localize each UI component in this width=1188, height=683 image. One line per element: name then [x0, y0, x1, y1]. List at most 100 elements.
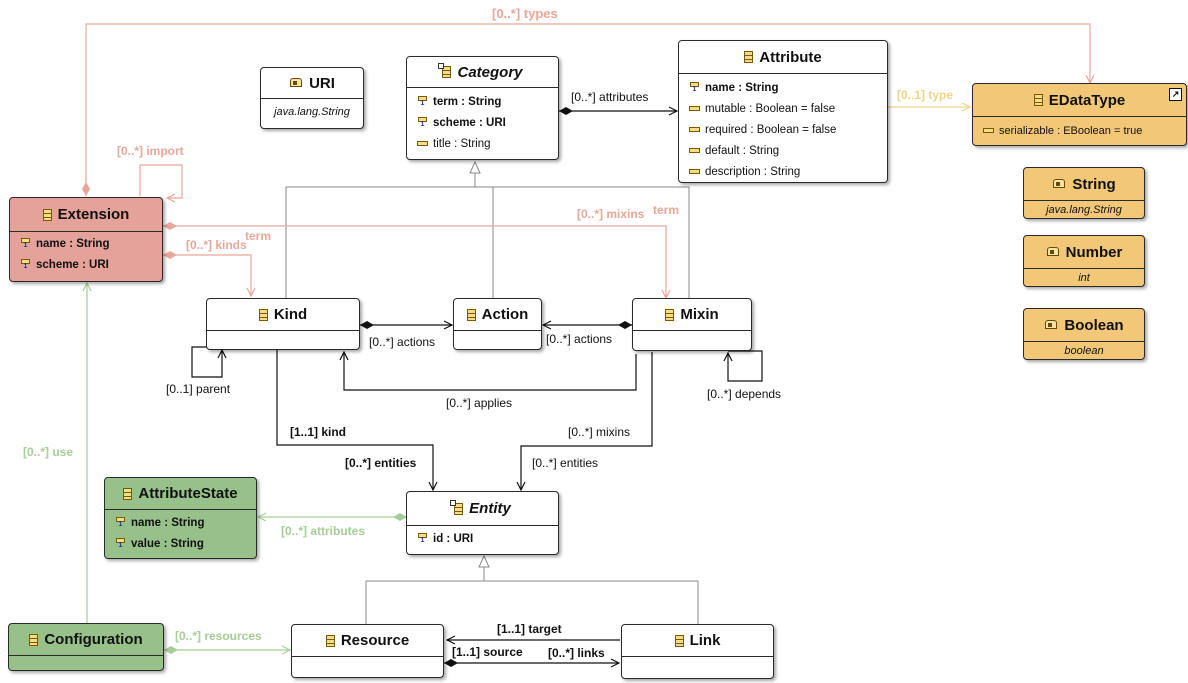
- class-mixin[interactable]: Mixin: [632, 298, 752, 351]
- class-resource[interactable]: Resource: [291, 624, 444, 678]
- label-types: [0..*] types: [492, 6, 558, 21]
- label-kind: [1..1] kind: [290, 425, 347, 439]
- label-parent: [0..1] parent: [166, 382, 231, 396]
- label-depends: [0..*] depends: [707, 387, 782, 401]
- class-name: Link: [689, 632, 721, 649]
- class-icon: [123, 487, 133, 500]
- class-name: Action: [481, 306, 529, 323]
- label-term-mixin: term: [653, 203, 680, 217]
- attribute-icon: [983, 128, 994, 133]
- attribute-icon: [689, 127, 700, 132]
- attribute-icon: [689, 106, 700, 111]
- key-attribute-icon: 1: [417, 533, 428, 544]
- class-name: Category: [457, 63, 523, 81]
- attribute-row: description : String: [679, 161, 887, 182]
- datatype-icon: [1046, 247, 1060, 257]
- class-name: Number: [1065, 243, 1123, 261]
- class-name: Attribute: [759, 48, 822, 66]
- class-name: Mixin: [680, 306, 719, 323]
- instance-class-name: int: [1078, 272, 1090, 284]
- class-edatatype[interactable]: ↗ EDataType serializable : EBoolean = tr…: [972, 83, 1187, 146]
- external-link-icon[interactable]: ↗: [1169, 88, 1182, 101]
- class-action[interactable]: Action: [453, 298, 542, 350]
- label-source: [1..1] source: [452, 645, 523, 659]
- class-name: Boolean: [1064, 316, 1124, 334]
- attribute-icon: [689, 169, 700, 174]
- label-import: [0..*] import: [117, 144, 184, 158]
- label-attributes-category: [0..*] attributes: [571, 90, 649, 104]
- class-icon: [744, 51, 754, 63]
- configuration-associations: [87, 283, 407, 650]
- black-associations: [191, 111, 763, 663]
- class-name: AttributeState: [138, 485, 238, 502]
- label-term-kind: term: [245, 229, 272, 243]
- label-type: [0..1] type: [897, 88, 954, 102]
- attribute-row: required : Boolean = false: [679, 119, 887, 140]
- label-attributes-entity: [0..*] attributes: [281, 524, 366, 538]
- class-uri[interactable]: URI java.lang.String: [260, 67, 364, 129]
- class-name: Configuration: [44, 631, 143, 648]
- label-entities-mixin: [0..*] entities: [532, 456, 599, 470]
- class-name: EDataType: [1048, 91, 1126, 109]
- class-link[interactable]: Link: [621, 624, 774, 679]
- label-applies: [0..*] applies: [446, 396, 513, 410]
- label-use: [0..*] use: [23, 445, 74, 459]
- class-name: Resource: [340, 632, 410, 649]
- abstract-class-icon: [438, 63, 452, 78]
- key-attribute-icon: 1: [115, 517, 126, 528]
- class-icon: [466, 308, 476, 321]
- class-name: Kind: [273, 306, 308, 323]
- instance-class-name: java.lang.String: [274, 106, 350, 118]
- label-resources: [0..*] resources: [175, 629, 262, 643]
- generalization-entity: [365, 554, 699, 624]
- generalization-category: [285, 160, 690, 298]
- class-icon: [325, 634, 335, 647]
- key-attribute-icon: 1: [115, 538, 126, 549]
- datatype-string[interactable]: String java.lang.String: [1023, 167, 1145, 219]
- label-kinds-extension: [0..*] kinds: [186, 238, 247, 252]
- datatype-boolean[interactable]: Boolean boolean: [1023, 308, 1145, 360]
- class-icon: [29, 633, 39, 646]
- class-kind[interactable]: Kind: [206, 298, 360, 350]
- class-name: Entity: [469, 500, 511, 517]
- datatype-icon: [1052, 179, 1066, 189]
- class-icon: [1033, 94, 1043, 106]
- class-icon: [665, 308, 675, 321]
- class-icon: [674, 634, 684, 647]
- label-mixins-entity: [0..*] mixins: [568, 425, 631, 439]
- label-entities-kind: [0..*] entities: [345, 456, 417, 470]
- instance-class-name: boolean: [1064, 345, 1104, 357]
- label-target: [1..1] target: [497, 622, 562, 636]
- attribute-row: title : String: [407, 133, 558, 154]
- key-attribute-icon: 1: [20, 238, 31, 249]
- class-configuration[interactable]: Configuration: [8, 623, 164, 671]
- class-name: String: [1072, 175, 1116, 193]
- attribute-icon: [689, 148, 700, 153]
- datatype-icon: [1044, 320, 1058, 330]
- class-icon: [258, 308, 268, 321]
- class-icon: [42, 208, 52, 221]
- key-attribute-icon: 1: [417, 117, 428, 128]
- key-attribute-icon: 1: [20, 259, 31, 270]
- label-mixins-extension: [0..*] mixins: [577, 207, 645, 221]
- label-links: [0..*] links: [548, 646, 605, 660]
- key-attribute-icon: 1: [689, 82, 700, 93]
- label-actions-mixin: [0..*] actions: [546, 332, 613, 346]
- datatype-number[interactable]: Number int: [1023, 235, 1145, 287]
- attribute-row: mutable : Boolean = false: [679, 98, 887, 119]
- instance-class-name: java.lang.String: [1046, 204, 1122, 216]
